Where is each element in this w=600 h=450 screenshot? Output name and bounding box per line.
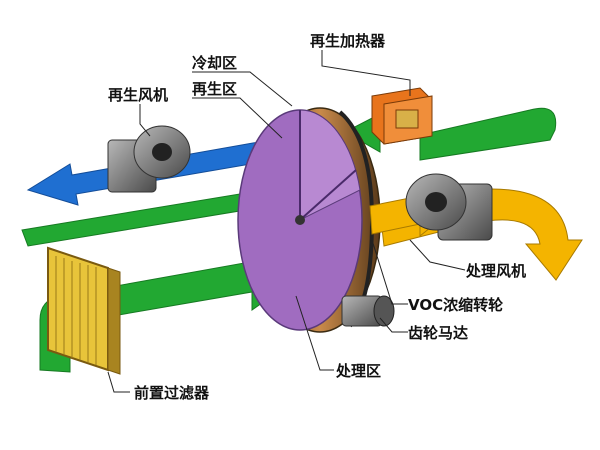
process-fan-icon [405,173,493,241]
label-cooling-zone: 冷却区 [192,54,237,72]
label-process-zone: 处理区 [335,362,381,380]
label-regen-zone: 再生区 [192,80,237,98]
gear-motor-icon [341,295,395,327]
prefilter-icon [47,246,121,375]
regen-air-return-band [419,107,557,161]
label-regen-fan: 再生风机 [108,86,168,104]
label-gear-motor: 齿轮马达 [408,324,468,342]
leader-lines [107,50,466,393]
voc-rotor-icon [237,107,381,333]
label-voc-rotor: VOC浓缩转轮 [408,296,503,314]
label-regen-heater: 再生加热器 [310,32,386,50]
label-prefilter: 前置过滤器 [134,384,210,402]
label-process-fan: 处理风机 [465,262,526,280]
regen-heater-icon [371,87,433,145]
regen-fan-icon [107,125,191,193]
